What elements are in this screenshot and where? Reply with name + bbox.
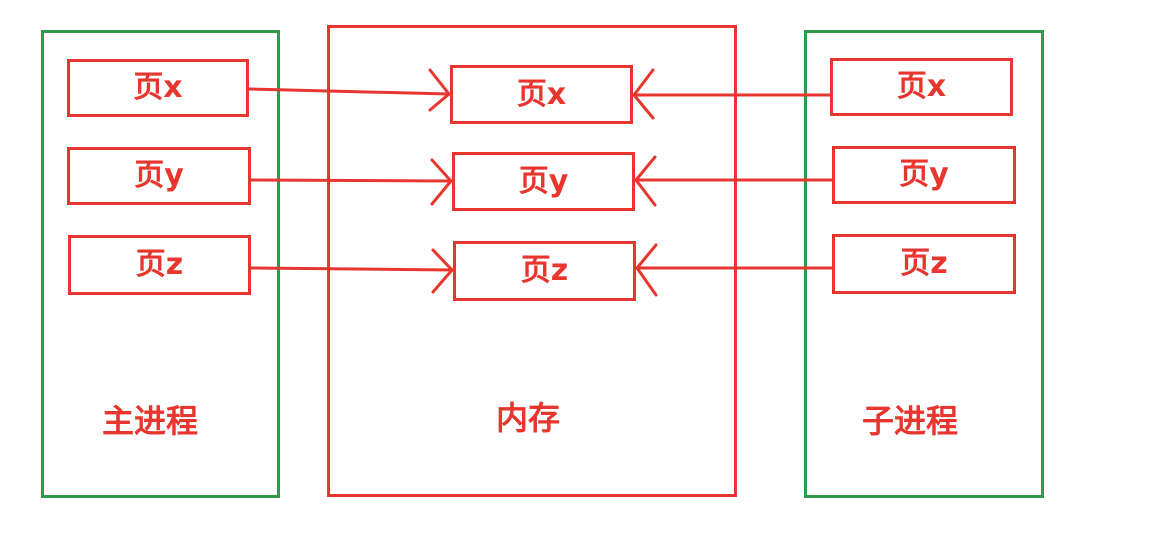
child-process-page-y: 页y <box>832 146 1016 204</box>
memory-page-x: 页x <box>450 65 633 124</box>
arrow-main-to-memory-z <box>249 266 454 272</box>
arrowhead-child-to-memory-z <box>635 243 658 297</box>
main-process-page-z: 页z <box>68 235 251 295</box>
memory-title: 内存 <box>495 399 560 437</box>
arrow-main-to-memory-y <box>249 178 453 183</box>
child-process-container <box>804 30 1044 498</box>
memory-container <box>327 25 737 497</box>
main-process-container <box>41 30 280 498</box>
main-process-title: 主进程 <box>101 402 198 440</box>
arrowhead-child-to-memory-x <box>632 68 655 120</box>
arrowhead-child-to-memory-y <box>634 155 657 207</box>
child-process-page-x: 页x <box>830 58 1013 116</box>
main-process-page-y: 页y <box>67 147 251 205</box>
arrowhead-main-to-memory-z <box>431 248 455 294</box>
arrow-main-to-memory-x <box>247 87 451 96</box>
memory-page-z: 页z <box>453 241 636 301</box>
child-process-page-z: 页z <box>832 234 1016 294</box>
arrowhead-main-to-memory-x <box>428 68 452 112</box>
main-process-page-x: 页x <box>67 59 249 117</box>
memory-page-y: 页y <box>452 152 635 211</box>
child-process-title: 子进程 <box>861 402 958 440</box>
arrowhead-main-to-memory-y <box>430 158 453 206</box>
